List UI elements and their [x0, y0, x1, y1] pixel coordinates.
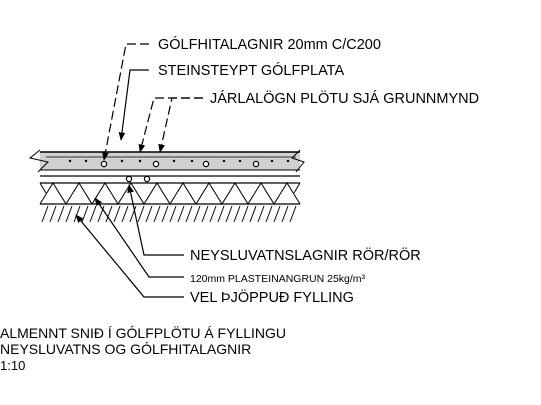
title-line-1: ALMENNT SNIÐ Í GÓLFPLÖTU Á FYLLINGU	[0, 324, 286, 341]
concrete-slab	[28, 149, 305, 177]
label-insulation: 120mm PLASTEINANGRUN 25kg/m³	[190, 273, 366, 285]
water-pipes	[125, 175, 151, 183]
title-line-2: NEYSLUVATNS OG GÓLFHITALAGNIR	[0, 341, 251, 357]
title-scale: 1:10	[0, 358, 25, 373]
compacted-fill-hatch	[41, 205, 297, 223]
insulation-layer	[39, 182, 301, 205]
label-floor-heating-pipes: GÓLFHITALAGNIR 20mm C/C200	[158, 36, 381, 53]
label-rebar: JÁRLALÖGN PLÖTU SJÁ GRUNNMYND	[210, 89, 479, 107]
label-compacted-fill: VEL ÞJÖPPUÐ FYLLING	[190, 288, 354, 306]
leader-lines-lower	[75, 184, 184, 298]
leader-lines-upper	[102, 43, 203, 161]
label-concrete-slab: STEINSTEYPT GÓLFPLATA	[158, 62, 344, 79]
heating-pipes	[68, 159, 290, 168]
label-water-pipes: NEYSLUVATNSLAGNIR RÖR/RÖR	[190, 246, 421, 264]
